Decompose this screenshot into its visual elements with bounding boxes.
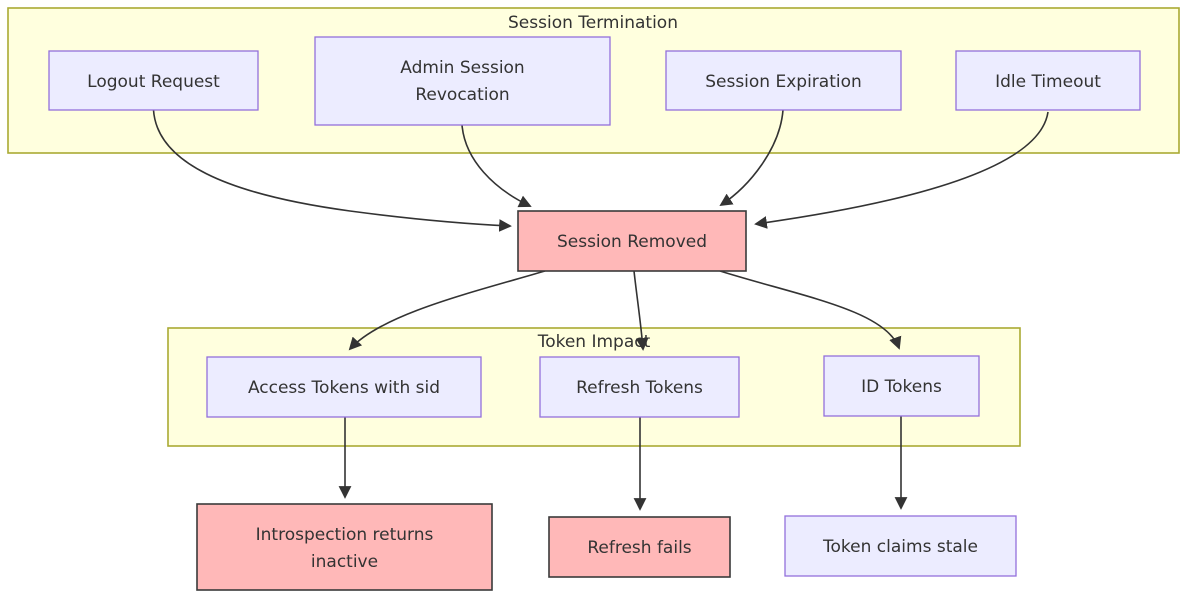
node-token-claims-stale: Token claims stale [784,515,1017,577]
node-session-removed: Session Removed [517,210,747,272]
node-logout-request-label: Logout Request [87,72,220,92]
node-idle-timeout-label: Idle Timeout [995,72,1101,92]
node-token-claims-stale-label: Token claims stale [822,537,978,557]
node-introspection-returns-inactive-box [196,503,493,591]
node-session-expiration-box [665,50,902,111]
node-access-tokens-with-sid-label: Access Tokens with sid [248,378,440,398]
edge-admin-session-revocation-to-session-removed [461,124,532,208]
node-session-expiration-label: Session Expiration [705,72,862,92]
edge-session-removed-to-id-tokens [719,270,902,350]
node-logout-request: Logout Request [48,50,259,111]
node-admin-session-revocation-label-line1: Admin Session [400,58,524,78]
node-refresh-fails-box [548,516,731,578]
edge-logout-request-to-session-removed [152,109,512,232]
node-admin-session-revocation-box [314,36,611,126]
node-session-removed-box [517,210,747,272]
node-id-tokens: ID Tokens [823,355,980,417]
node-access-tokens-with-sid-box [206,356,482,418]
node-admin-session-revocation: Admin Session Revocation [314,36,611,126]
node-refresh-fails: Refresh fails [548,516,731,578]
cluster-session-termination-label: Session Termination [508,13,678,33]
node-admin-session-revocation-label-line2: Revocation [415,85,509,105]
node-session-removed-label: Session Removed [557,232,707,252]
node-introspection-returns-inactive-label-line2: inactive [311,552,378,572]
node-refresh-fails-label: Refresh fails [587,538,691,558]
node-logout-request-box [48,50,259,111]
node-idle-timeout-box [955,50,1141,111]
node-idle-timeout: Idle Timeout [955,50,1141,111]
edge-session-expiration-to-session-removed [719,109,784,207]
node-refresh-tokens: Refresh Tokens [539,356,740,418]
edge-session-removed-to-access-tokens [348,270,546,351]
node-refresh-tokens-box [539,356,740,418]
edge-session-removed-to-refresh-tokens [633,270,649,351]
node-refresh-tokens-label: Refresh Tokens [576,378,703,398]
edge-idle-timeout-to-session-removed [754,111,1049,229]
node-id-tokens-box [823,355,980,417]
node-access-tokens-with-sid: Access Tokens with sid [206,356,482,418]
cluster-token-impact-label: Token Impact [537,332,651,352]
node-introspection-returns-inactive-label-line1: Introspection returns [256,525,434,545]
node-session-expiration: Session Expiration [665,50,902,111]
node-introspection-returns-inactive: Introspection returns inactive [196,503,493,591]
node-token-claims-stale-box [784,515,1017,577]
node-id-tokens-label: ID Tokens [861,377,942,397]
